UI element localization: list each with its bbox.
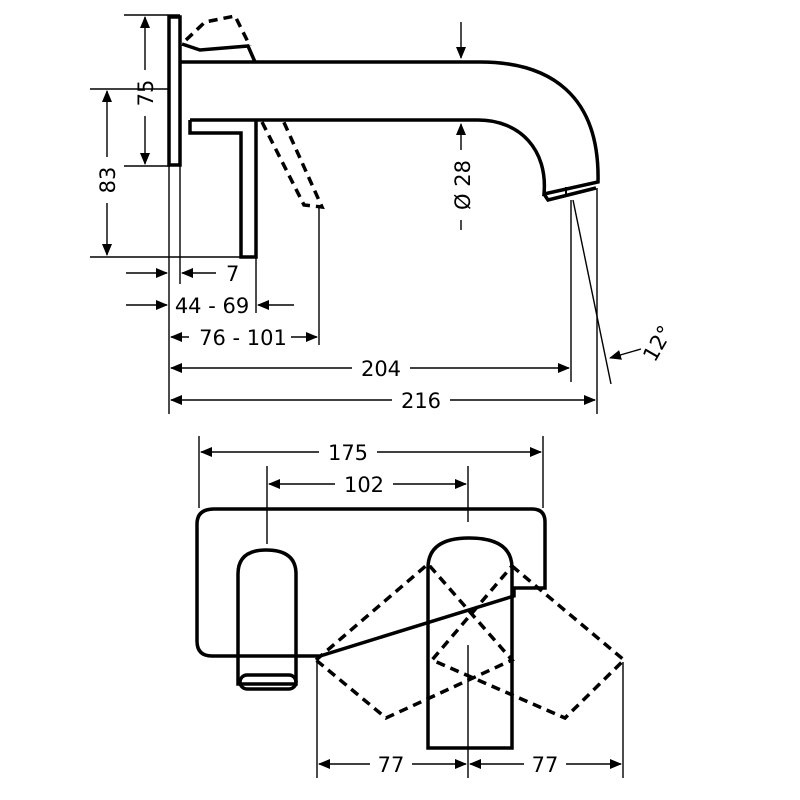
label-bg — [171, 291, 253, 317]
dim-label-76-101: 76 - 101 — [199, 326, 287, 350]
label-bg — [335, 470, 393, 497]
spout-front — [426, 536, 514, 750]
lever-end-cap — [238, 673, 298, 691]
dim-label-diameter: Ø 28 — [451, 160, 475, 210]
spout-body — [181, 60, 600, 197]
label-bg — [319, 438, 377, 465]
dim-label-216: 216 — [401, 389, 441, 413]
dim-label-77-right: 77 — [532, 753, 559, 777]
front-view: 175 102 77 77 — [195, 436, 627, 778]
spout-outlet — [542, 186, 597, 202]
lever-alt-top — [184, 14, 252, 47]
lever-alt-position — [260, 117, 325, 210]
label-bg — [524, 750, 566, 777]
label-bg — [449, 150, 474, 220]
lever-front — [236, 548, 298, 686]
lever-hub — [181, 42, 257, 63]
spout-swing-left — [313, 561, 515, 721]
back-plate — [195, 507, 547, 658]
dim-label-7: 7 — [226, 262, 239, 286]
angle-ext-line — [572, 199, 612, 385]
label-bg — [352, 354, 410, 381]
dim-label-83: 83 — [96, 167, 120, 194]
side-view: 75 83 Ø 28 7 44 - 69 76 - 101 — [90, 14, 678, 414]
wall-plate — [167, 15, 182, 167]
dim-label-175: 175 — [328, 441, 368, 465]
label-bg — [189, 323, 291, 350]
dim-label-44-69: 44 - 69 — [175, 294, 249, 318]
label-bg — [370, 750, 412, 777]
dim-label-102: 102 — [344, 473, 384, 497]
dim-label-angle: 12° — [638, 321, 677, 365]
dim-label-75: 75 — [134, 80, 158, 107]
label-bg — [392, 386, 450, 413]
spout-swing-right — [429, 563, 627, 721]
label-bg — [133, 70, 157, 116]
dim-label-77-left: 77 — [378, 753, 405, 777]
lever-handle — [188, 120, 258, 259]
label-bg — [95, 157, 119, 203]
dim-label-204: 204 — [361, 357, 401, 381]
dim-angle-arrow — [609, 348, 642, 360]
